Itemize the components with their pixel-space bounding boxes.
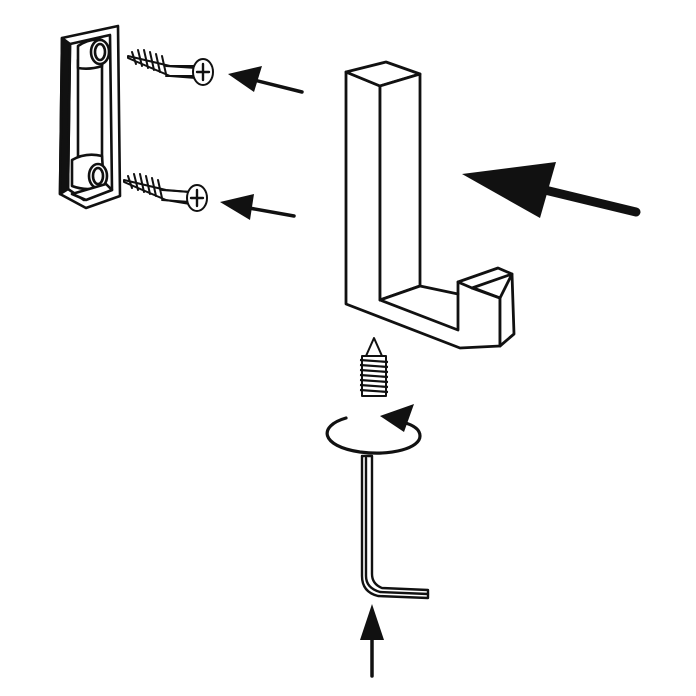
- grub-screw-icon: [359, 337, 389, 397]
- arrow-hex-key: [360, 604, 384, 678]
- rotation-arrow: [325, 404, 422, 455]
- arrow-lower-screw: [220, 194, 296, 220]
- arrow-hook: [462, 162, 641, 218]
- screw-icon: [127, 49, 214, 86]
- mounting-bracket-icon: [58, 24, 122, 210]
- allen-key-icon: [360, 454, 430, 600]
- screw-icon: [123, 173, 208, 212]
- arrow-upper-screw: [228, 66, 304, 94]
- hook-icon: [344, 60, 516, 350]
